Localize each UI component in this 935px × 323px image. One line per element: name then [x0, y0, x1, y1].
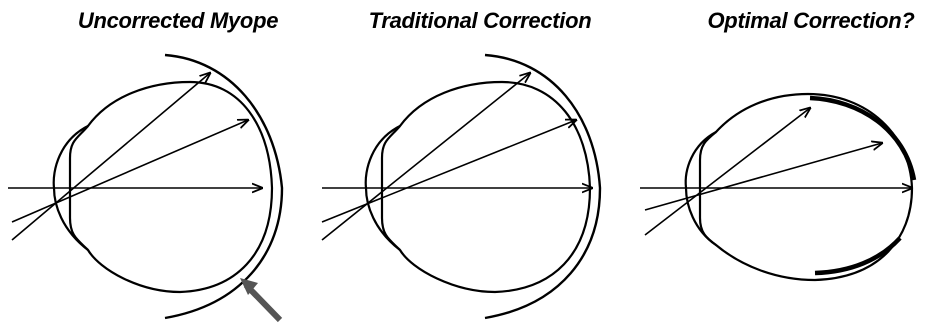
peripheral-ray-mid	[645, 143, 882, 210]
eye-traditional	[366, 82, 590, 292]
retina-shell-lower	[815, 238, 900, 273]
retina-shell	[165, 55, 282, 318]
rays-optimal	[640, 108, 912, 235]
peripheral-ray-mid	[322, 120, 576, 222]
eyeball-outline	[70, 82, 272, 292]
rays-uncorrected	[8, 73, 262, 240]
pointer-arrow-icon	[240, 278, 280, 320]
peripheral-ray-upper	[645, 108, 810, 235]
peripheral-ray-mid	[12, 120, 248, 222]
peripheral-ray-upper	[12, 73, 210, 240]
retina-shell-upper	[810, 98, 914, 180]
eyeball-outline	[382, 82, 590, 292]
peripheral-ray-upper	[322, 73, 530, 240]
